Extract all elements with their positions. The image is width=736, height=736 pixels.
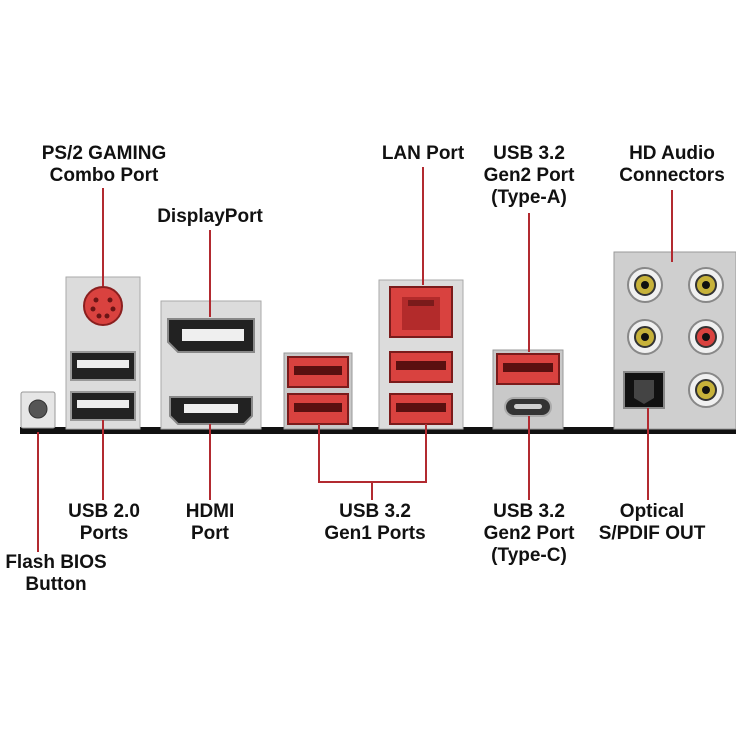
ps2-usb20-block <box>65 276 141 430</box>
usb32-gen1-label: USB 3.2 Gen1 Ports <box>324 501 426 544</box>
lan-usb-block <box>378 279 464 430</box>
flash-bios-label: Flash BIOS Button <box>5 552 107 595</box>
optical-label: Optical S/PDIF OUT <box>598 501 706 544</box>
video-block <box>160 300 262 430</box>
leader-lines <box>37 167 673 552</box>
ps2-port <box>83 286 123 326</box>
usb32-gen2-c-label: USB 3.2 Gen2 Port (Type-C) <box>483 501 575 566</box>
board-edge <box>20 427 736 434</box>
flash-bios-button <box>20 391 56 429</box>
audio-block <box>613 251 736 430</box>
hd-audio-label: HD Audio Connectors <box>619 143 725 186</box>
usb32-gen2-a-label: USB 3.2 Gen2 Port (Type-A) <box>483 143 575 208</box>
lan-label: LAN Port <box>381 143 465 164</box>
ps2-label: PS/2 GAMING Combo Port <box>41 143 167 186</box>
usb20-label: USB 2.0 Ports <box>68 501 140 544</box>
displayport-label: DisplayPort <box>157 206 263 227</box>
hdmi-label: HDMI Port <box>185 501 235 544</box>
optical-spdif-port <box>623 371 665 409</box>
usb32-gen1-stack-left <box>283 352 353 430</box>
